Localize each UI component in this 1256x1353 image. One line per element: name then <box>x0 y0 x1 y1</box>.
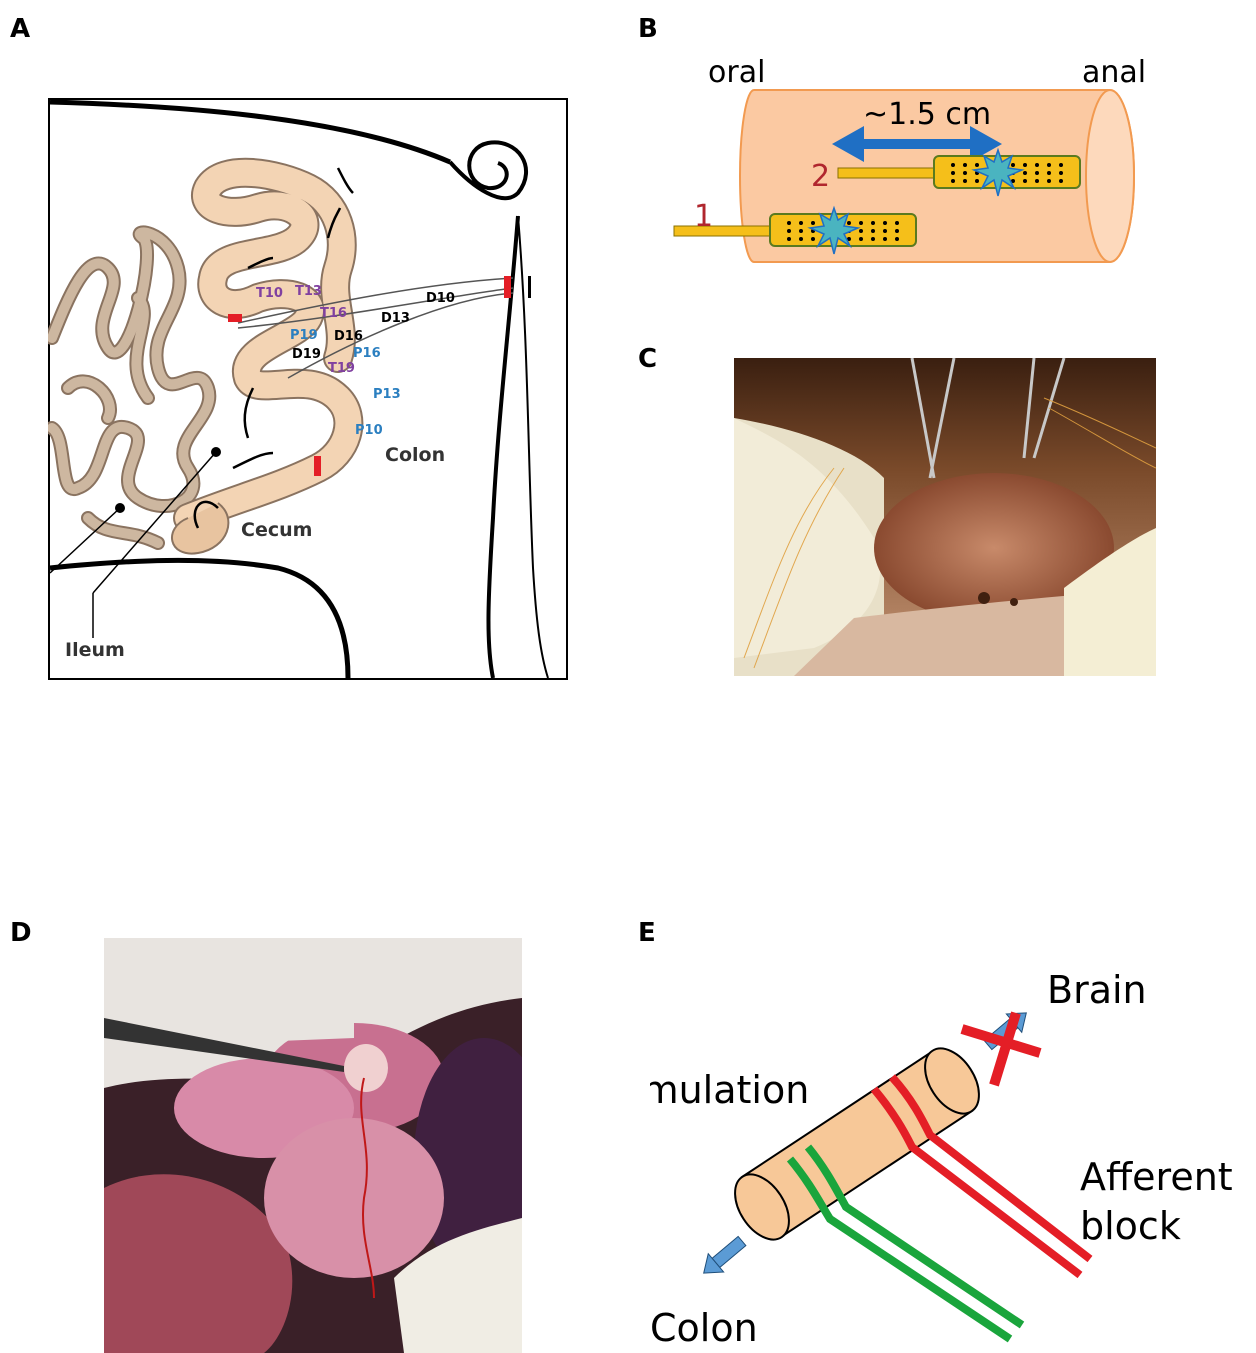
label-colon-e: Colon <box>650 1306 758 1350</box>
electrode-2-number: 2 <box>811 159 830 194</box>
label-ileum: Ileum <box>65 639 125 661</box>
label-anal: anal <box>1082 55 1146 90</box>
label-p16: P16 <box>353 346 381 361</box>
distance-label: ~1.5 cm <box>863 97 991 132</box>
label-afferent: Afferent <box>1080 1155 1233 1199</box>
label-t19: T19 <box>328 361 355 376</box>
label-oral: oral <box>708 55 765 90</box>
panel-a-anatomy-diagram: T10 T13 T16 T19 D10 D13 D16 D19 P19 P16 … <box>48 98 568 680</box>
panel-c-letter: C <box>638 344 657 374</box>
label-t16: T16 <box>320 306 347 321</box>
label-colon: Colon <box>385 444 445 466</box>
panel-e-nerve-diagram: Brain Stimulation Afferent block Colon <box>650 933 1250 1353</box>
panel-d-surgical-photo <box>104 938 522 1353</box>
label-d10: D10 <box>426 291 455 306</box>
panel-b-electrode-diagram: oral anal ~1.5 cm 2 1 <box>668 50 1168 290</box>
label-t13: T13 <box>295 284 322 299</box>
marker-a-colon <box>314 456 321 476</box>
panel-c-surgical-photo <box>734 358 1156 676</box>
label-p19: P19 <box>290 328 318 343</box>
label-cecum: Cecum <box>241 519 312 541</box>
marker-a-wall <box>504 276 511 298</box>
label-d16: D16 <box>334 329 363 344</box>
label-t10: T10 <box>256 286 283 301</box>
label-stimulation: Stimulation <box>650 1068 809 1112</box>
label-brain: Brain <box>1047 968 1147 1012</box>
panel-d-letter: D <box>10 918 32 948</box>
marker-a-top <box>228 314 242 322</box>
label-d13: D13 <box>381 311 410 326</box>
label-p13: P13 <box>373 387 401 402</box>
label-block: block <box>1080 1204 1181 1248</box>
arrow-to-colon <box>696 1232 750 1283</box>
label-p10: P10 <box>355 423 383 438</box>
panel-b-letter: B <box>638 14 658 44</box>
electrode-1-number: 1 <box>694 199 713 234</box>
label-d19: D19 <box>292 347 321 362</box>
panel-a-letter: A <box>10 14 30 44</box>
